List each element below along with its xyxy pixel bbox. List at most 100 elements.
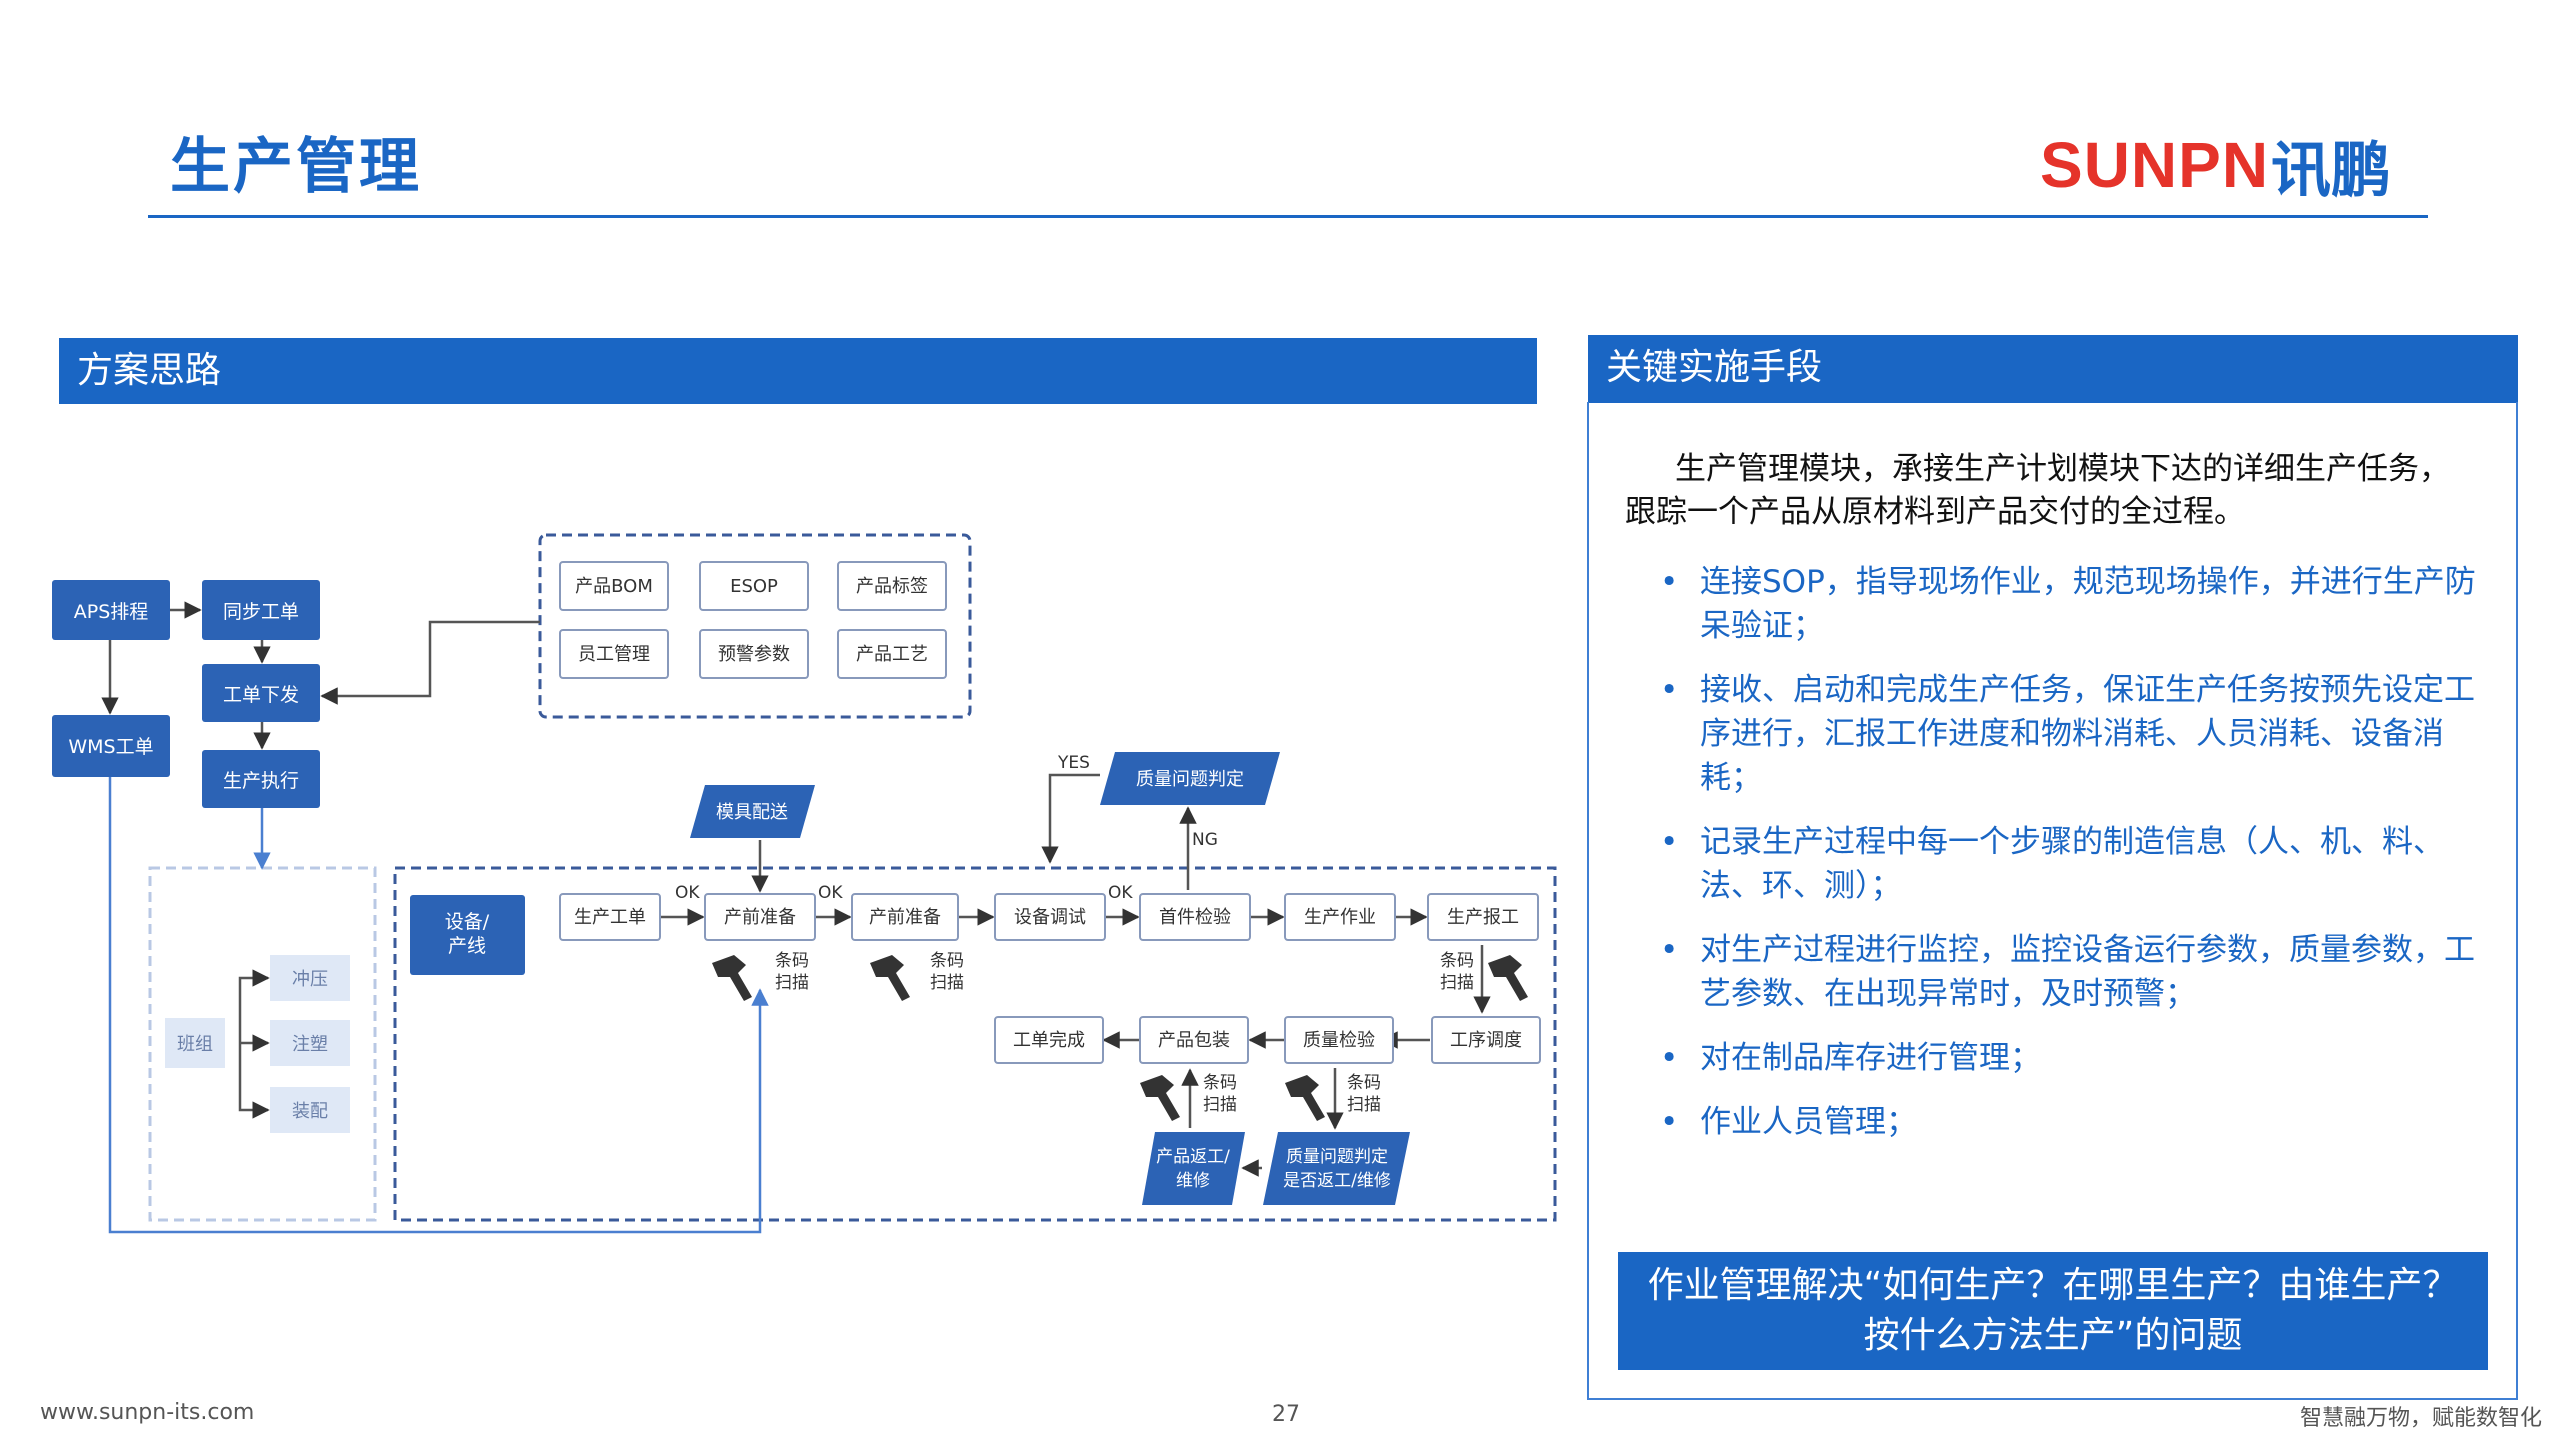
ok-label: OK [675,883,700,903]
svg-text:是否返工/维修: 是否返工/维修 [1283,1171,1391,1191]
flow-production-report [1427,893,1539,941]
svg-text:员工管理: 员工管理 [578,644,650,665]
svg-text:冲压: 冲压 [292,969,328,990]
flow-production-work [1284,893,1396,941]
flow-quality-inspection [1284,1016,1394,1064]
node-rework: 产品返工/ 维修 [1142,1132,1245,1205]
svg-text:设备/: 设备/ [445,911,490,933]
svg-text:注塑: 注塑 [292,1034,328,1055]
flow-packaging [1139,1016,1249,1064]
svg-text:扫描: 扫描 [930,973,964,993]
svg-text:条码: 条码 [1203,1073,1237,1093]
header-divider [148,215,2428,218]
ng-label: NG [1192,830,1218,850]
resource-product-label [837,561,947,611]
list-item: •对生产过程进行监控，监控设备运行参数，质量参数，工艺参数、在出现异常时，及时预… [1660,932,2475,1012]
svg-text:ESOP: ESOP [730,576,778,597]
svg-text:设备调试: 设备调试 [1014,907,1086,928]
svg-text:产前准备: 产前准备 [869,907,941,928]
svg-text:生产作业: 生产作业 [1304,907,1376,928]
node-sync-order: 同步工单 [202,580,320,640]
measures-list: •连接SOP，指导现场作业，规范现场操作，并进行生产防呆验证； •接收、启动和完… [1660,560,2490,1164]
flow-pre-production-1 [704,893,816,941]
list-item: •对在制品库存进行管理； [1660,1040,2041,1076]
logo-text-en: SUNPN [2040,129,2270,201]
svg-text:扫描: 扫描 [775,973,809,993]
svg-text:生产执行: 生产执行 [223,770,299,792]
resource-staff [559,629,669,679]
node-equipment-line: 设备/ 产线 [410,895,525,975]
process-group-box [393,866,1557,1222]
svg-text:工单下发: 工单下发 [223,684,299,706]
company-logo: SUNPN 讯鹏 [2040,125,2391,206]
svg-text:质量问题判定: 质量问题判定 [1286,1147,1388,1167]
team-group-node [165,1018,225,1068]
barcode-scanner-icon: 条码 扫描 [712,951,809,1001]
team-assembly [270,1087,350,1133]
barcode-scanner-icon: 条码 扫描 [870,951,964,1001]
intro-line-1: 生产管理模块，承接生产计划模块下达的详细生产任务， [1675,451,2450,487]
svg-text:条码: 条码 [930,951,964,971]
flow-first-inspection [1139,893,1251,941]
barcode-scanner-icon: 条码 扫描 [1140,1073,1237,1121]
svg-text:同步工单: 同步工单 [223,601,299,623]
yes-label: YES [1057,753,1090,773]
barcode-scanner-icon: 条码 扫描 [1285,1073,1381,1121]
footer-slogan: 智慧融万物，赋能数智化 [2300,1406,2543,1431]
list-item: •连接SOP，指导现场作业，规范现场操作，并进行生产防呆验证； [1660,564,2476,644]
flow-order-complete [994,1016,1104,1064]
svg-text:产前准备: 产前准备 [724,907,796,928]
intro-paragraph: 生产管理模块，承接生产计划模块下达的详细生产任务， 跟踪一个产品从原材料到产品交… [1625,448,2495,534]
svg-text:产品工艺: 产品工艺 [856,644,928,665]
ok-label: OK [1108,883,1133,903]
list-item: •接收、启动和完成生产任务，保证生产任务按预先设定工序进行，汇报工作进度和物料消… [1660,672,2475,796]
node-quality-rework: 质量问题判定 是否返工/维修 [1263,1132,1410,1205]
team-injection [270,1020,350,1066]
list-item: •记录生产过程中每一个步骤的制造信息（人、机、料、法、环、测）； [1660,824,2444,904]
svg-text:产品标签: 产品标签 [856,576,928,597]
node-mold-delivery: 模具配送 [690,785,815,838]
svg-text:生产报工: 生产报工 [1447,907,1519,928]
svg-text:产品包装: 产品包装 [1158,1030,1230,1051]
team-stamping [270,955,350,1001]
flow-equipment-debug [994,893,1106,941]
svg-text:扫描: 扫描 [1203,1095,1237,1115]
logo-text-cn: 讯鹏 [2271,135,2392,206]
section-title-key-measures: 关键实施手段 [1588,335,2518,403]
summary-box: 作业管理解决“如何生产？在哪里生产？由谁生产？ 按什么方法生产”的问题 [1618,1252,2488,1370]
summary-line-1: 作业管理解决“如何生产？在哪里生产？由谁生产？ [1647,1265,2459,1306]
resource-alert-params [699,629,809,679]
barcode-scanner-icon: 条码 扫描 [1440,951,1528,1001]
footer-url[interactable]: www.sunpn-its.com [40,1400,255,1425]
flow-pre-production-2 [851,893,959,941]
svg-text:装配: 装配 [292,1101,328,1122]
flow-production-order [559,893,661,941]
key-measures-panel [1587,402,2518,1400]
svg-text:首件检验: 首件检验 [1159,907,1231,928]
svg-text:扫描: 扫描 [1440,973,1474,993]
svg-text:条码: 条码 [1440,951,1474,971]
resource-esop [699,561,809,611]
page-title: 生产管理 [170,132,422,202]
page-number: 27 [1272,1402,1300,1427]
node-wms-order: WMS工单 [52,715,170,777]
svg-text:工单完成: 工单完成 [1013,1030,1085,1051]
svg-text:模具配送: 模具配送 [716,802,788,823]
svg-text:班组: 班组 [177,1034,213,1055]
node-production-exec: 生产执行 [202,750,320,808]
svg-text:产品返工/: 产品返工/ [1156,1147,1230,1167]
summary-line-2: 按什么方法生产”的问题 [1863,1315,2243,1356]
svg-text:条码: 条码 [1347,1073,1381,1093]
section-title-approach: 方案思路 [59,338,1537,404]
node-aps: APS排程 [52,580,170,640]
resource-group-box [538,533,972,719]
svg-text:维修: 维修 [1176,1171,1210,1191]
svg-text:条码: 条码 [775,951,809,971]
svg-text:工序调度: 工序调度 [1450,1030,1522,1051]
resource-process [837,629,947,679]
team-group-box [148,866,377,1222]
ok-label: OK [818,883,843,903]
flow-process-scheduling [1431,1016,1541,1064]
svg-text:APS排程: APS排程 [74,601,149,623]
node-issue-order: 工单下发 [202,664,320,722]
